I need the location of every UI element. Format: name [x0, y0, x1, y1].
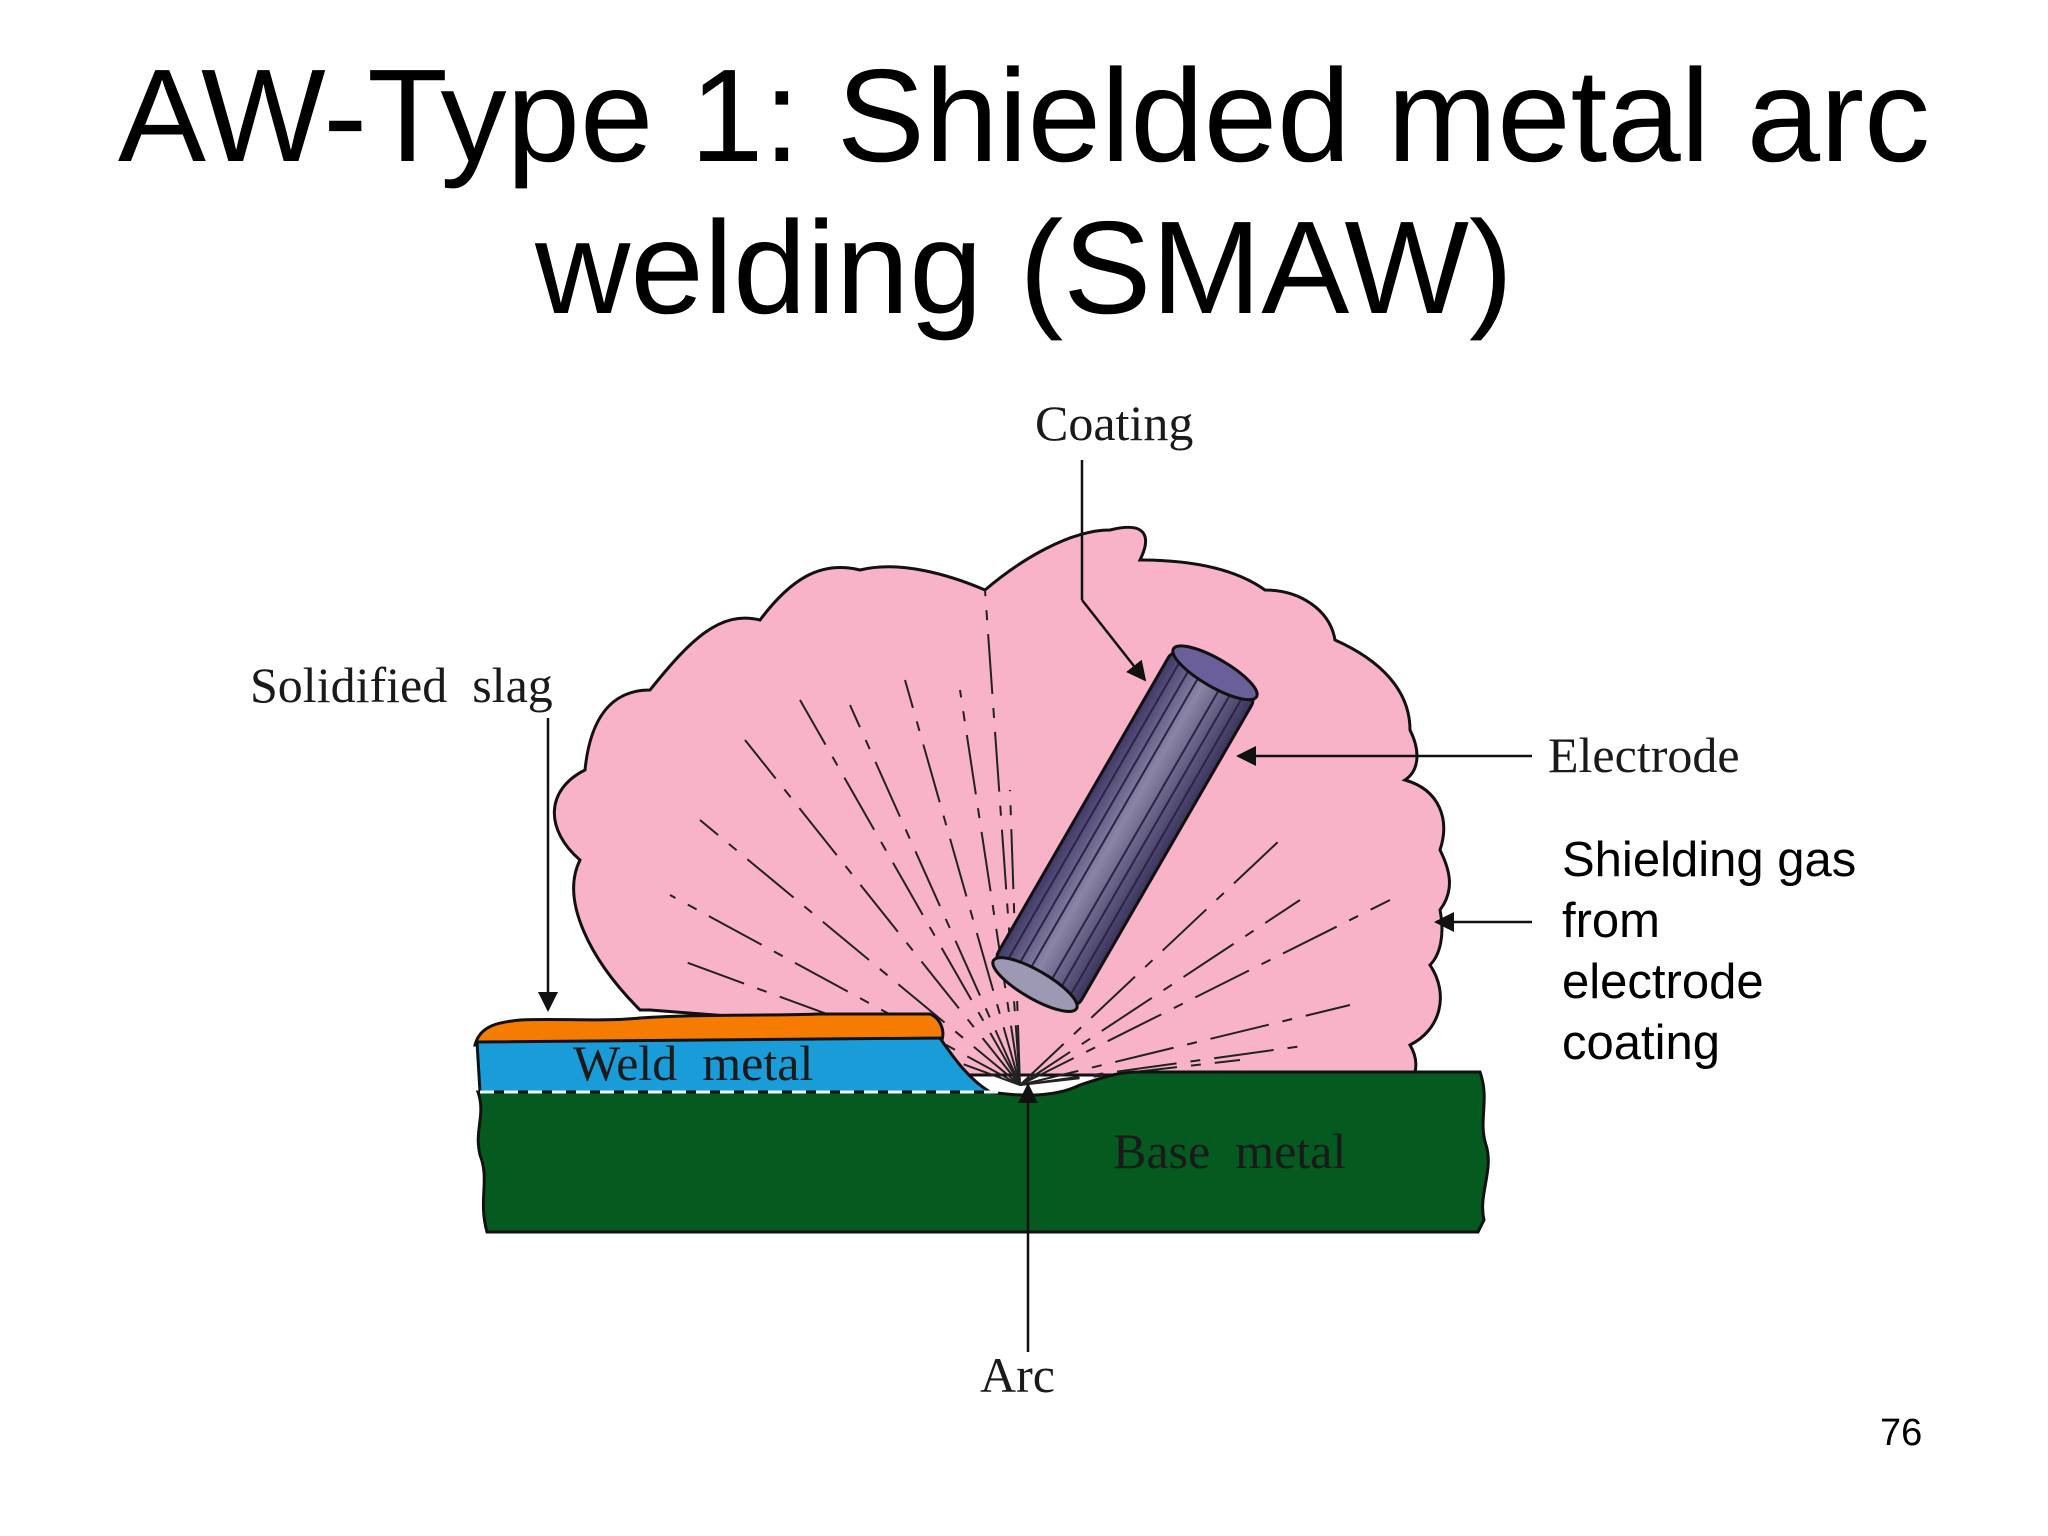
- shielding-note-line-3: electrode: [1562, 955, 1764, 1009]
- arc-rays: [669, 589, 1391, 1086]
- base-metal-label: Base metal: [1113, 1123, 1346, 1179]
- coating-arrow: [1081, 599, 1147, 682]
- shielding-note-line-1: Shielding gas: [1562, 833, 1857, 887]
- slide-title: AW-Type 1: Shielded metal arc welding (S…: [0, 40, 2048, 344]
- title-line-1: AW-Type 1: Shielded metal arc: [117, 42, 1931, 189]
- arc-label: Arc: [980, 1347, 1055, 1403]
- electrode-rod: [991, 644, 1259, 1013]
- base-metal-plate: [475, 1070, 1490, 1234]
- shielding-note-line-4: coating: [1562, 1016, 1721, 1070]
- solidified-slag-label: Solidified slag: [250, 657, 553, 713]
- page-number: 76: [1880, 1412, 1923, 1454]
- electrode-label: Electrode: [1548, 727, 1740, 783]
- slag-layer: [473, 1012, 945, 1047]
- shielding-note-line-2: from: [1562, 894, 1660, 948]
- title-line-2: welding (SMAW): [535, 194, 1513, 341]
- coating-label: Coating: [1035, 395, 1193, 451]
- shielding-gas-note: Shielding gas from electrode coating: [1562, 830, 1856, 1074]
- weld-metal-label: Weld metal: [573, 1035, 813, 1091]
